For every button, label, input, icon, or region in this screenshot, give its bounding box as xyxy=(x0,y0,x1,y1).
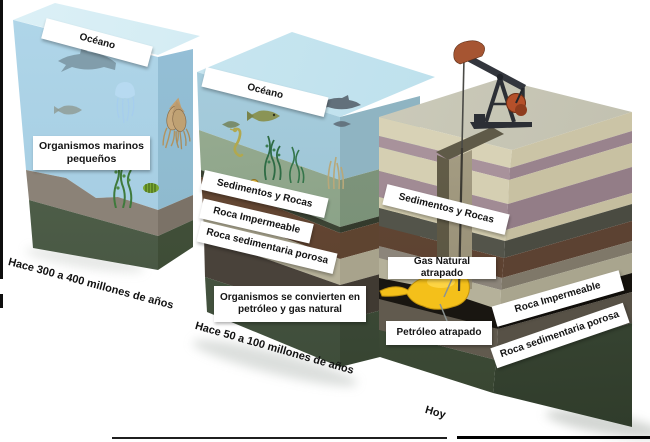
stage3-caption: Hoy xyxy=(423,404,447,422)
organisms-convert-label: Organismos se convierten en petróleo y g… xyxy=(214,286,366,322)
left-crop-bar xyxy=(0,0,3,279)
left-crop-tick xyxy=(0,294,3,308)
seaweed-icon xyxy=(289,146,305,183)
seaweed-icon xyxy=(263,135,282,180)
pumpjack-icon xyxy=(453,40,532,129)
trilobite-icon xyxy=(143,183,159,193)
squid-icon xyxy=(171,100,191,150)
large-fish-icon xyxy=(320,95,361,110)
bottom-rule-left xyxy=(112,437,447,439)
small-fish-icon xyxy=(333,121,351,127)
fish-icon xyxy=(247,110,280,122)
jellyfish-icon xyxy=(115,82,135,124)
trapped-gas-label: Gas Natural atrapado xyxy=(388,256,496,279)
marine-organisms-label: Organismos marinos pequeños xyxy=(33,136,150,170)
bottom-rule-right xyxy=(457,436,650,439)
small-fish-icon xyxy=(54,105,82,115)
seagrass-icon xyxy=(327,156,345,189)
seahorse-icon xyxy=(229,127,244,158)
trapped-oil-label: Petróleo atrapado xyxy=(386,321,492,345)
fish-icon xyxy=(222,121,240,128)
shark-icon xyxy=(58,46,116,72)
